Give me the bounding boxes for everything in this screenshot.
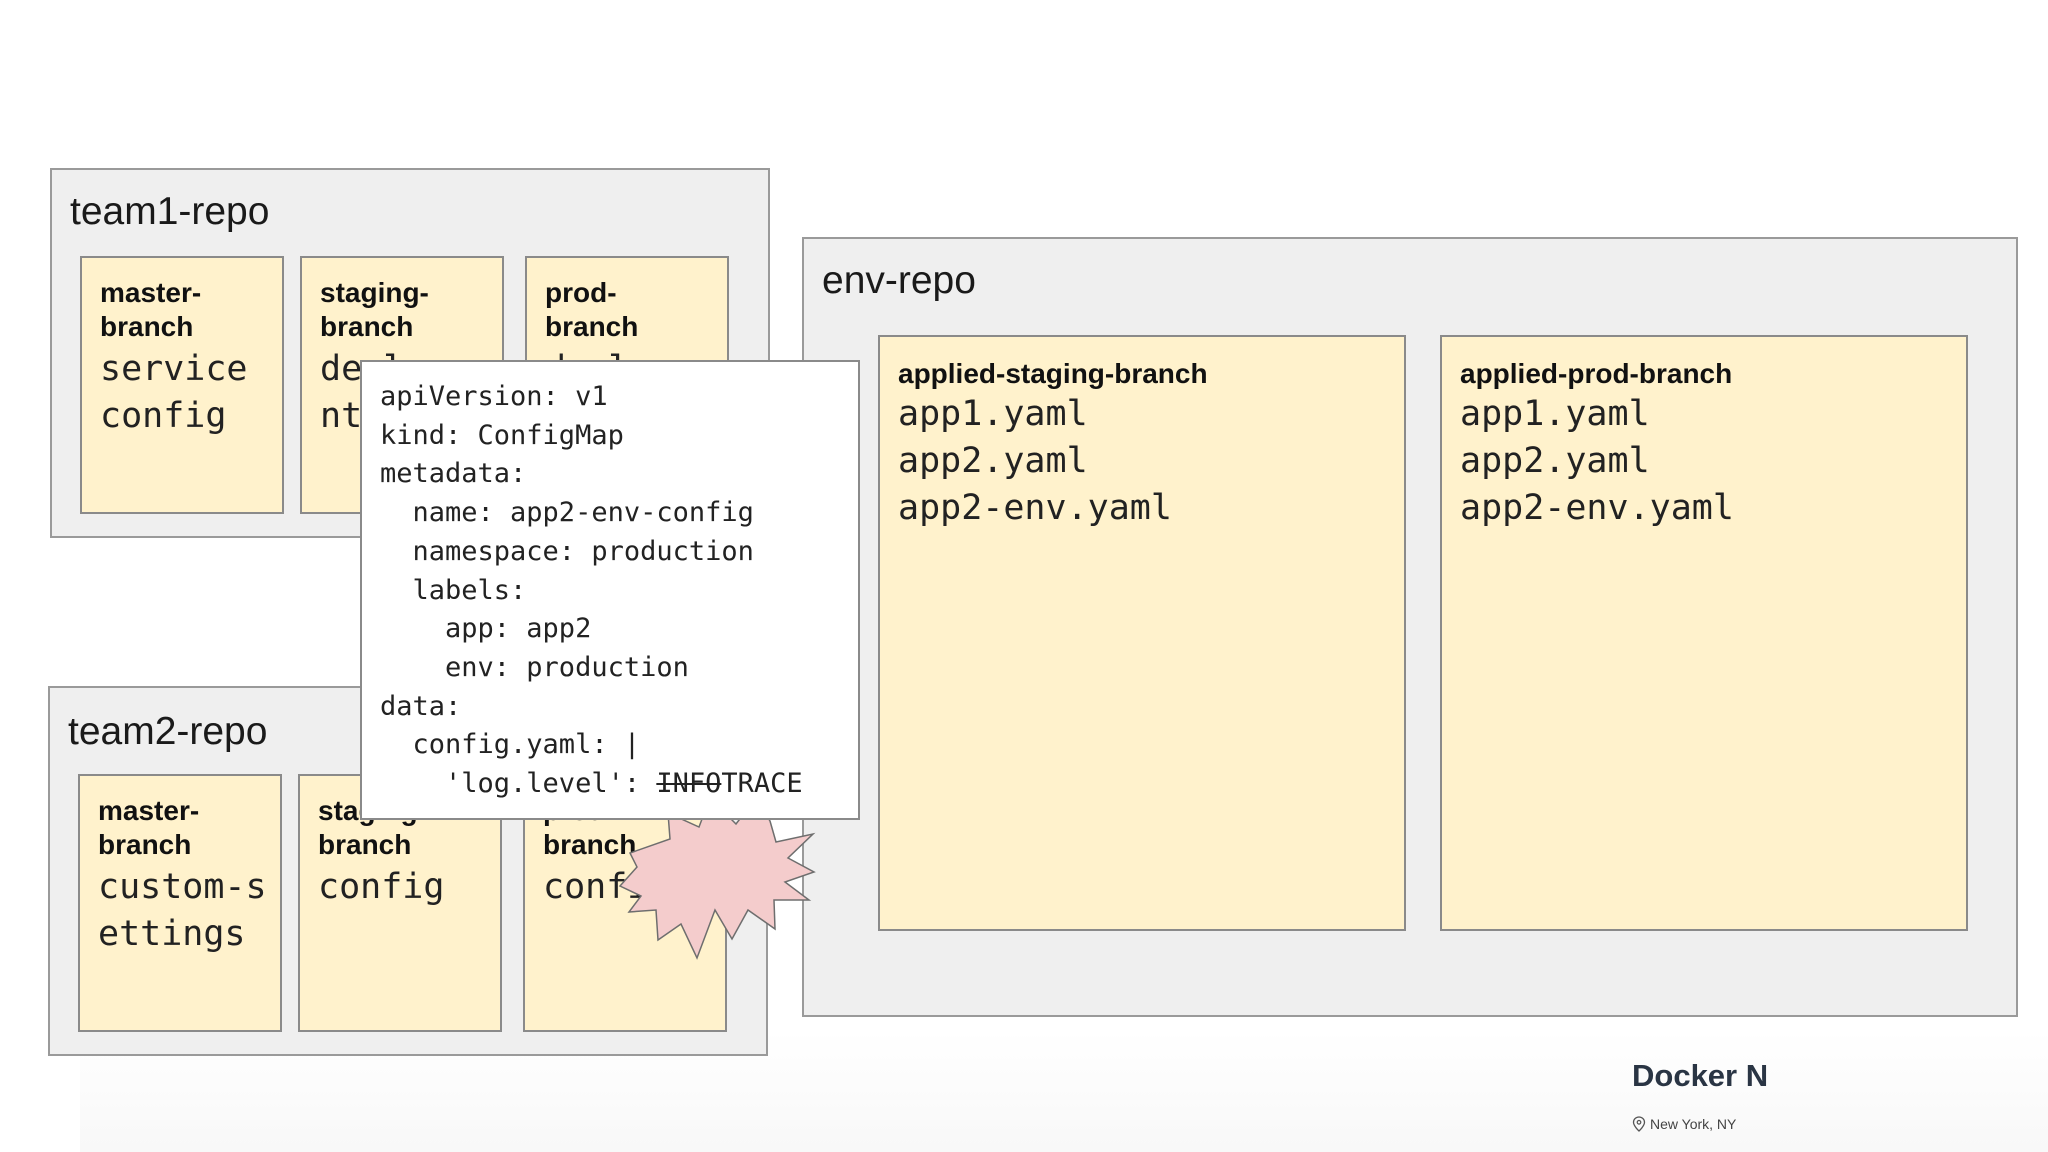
location-text: New York, NY xyxy=(1650,1116,1737,1132)
branch-title: applied-staging-branch xyxy=(898,358,1208,389)
file-list: app1.yaml app2.yaml app2-env.yaml xyxy=(1460,391,1734,532)
code-line: data: xyxy=(380,690,462,722)
code-line: metadata: xyxy=(380,458,527,490)
team2-master-branch: master- branch custom-s ettings xyxy=(78,774,282,1032)
code-line: name: app2-env-config xyxy=(380,497,754,529)
starburst-polygon xyxy=(618,796,816,960)
env-repo-title: env-repo xyxy=(822,259,976,302)
code-line: config.yaml: | xyxy=(380,729,641,761)
team1-repo-title: team1-repo xyxy=(70,190,270,233)
team1-master-branch: master- branch service config xyxy=(80,256,284,514)
branch-title: master- branch xyxy=(100,277,202,342)
code-line: kind: ConfigMap xyxy=(380,419,624,451)
file-item: app2.yaml xyxy=(1460,441,1650,481)
location-pin-icon xyxy=(1632,1116,1646,1132)
code-line: env: production xyxy=(380,651,689,683)
file-list: app1.yaml app2.yaml app2-env.yaml xyxy=(898,391,1172,532)
file-item: app1.yaml xyxy=(898,394,1088,434)
branch-content: custom-s ettings xyxy=(98,867,267,954)
brand-name: Docker N xyxy=(1632,1058,1769,1093)
yaml-code: apiVersion: v1 kind: ConfigMap metadata: n… xyxy=(380,378,803,804)
struck-value: INFO xyxy=(656,768,722,800)
applied-prod-branch: applied-prod-branch app1.yaml app2.yaml … xyxy=(1440,335,1968,931)
starburst-shape xyxy=(618,796,816,960)
branch-content: config xyxy=(318,867,445,907)
branch-content: service config xyxy=(100,349,248,436)
location-label: New York, NY xyxy=(1632,1116,1736,1132)
branch-title: applied-prod-branch xyxy=(1460,358,1733,389)
code-line: labels: xyxy=(380,574,527,606)
branch-title: prod- branch xyxy=(545,277,639,342)
code-line: app: app2 xyxy=(380,613,592,645)
env-repo-box: env-repo applied-staging-branch app1.yam… xyxy=(802,237,2018,1017)
team2-repo-title: team2-repo xyxy=(68,710,268,753)
new-value: TRACE xyxy=(721,768,803,800)
code-line: namespace: production xyxy=(380,535,754,567)
file-item: app2.yaml xyxy=(898,441,1088,481)
branch-title: master- branch xyxy=(98,795,200,860)
file-item: app2-env.yaml xyxy=(898,488,1172,528)
branch-title: staging- branch xyxy=(320,277,429,342)
code-line: apiVersion: v1 xyxy=(380,381,608,412)
file-item: app1.yaml xyxy=(1460,394,1650,434)
applied-staging-branch: applied-staging-branch app1.yaml app2.ya… xyxy=(878,335,1406,931)
code-line-log-level: 'log.level': INFOTRACE xyxy=(380,768,803,800)
configmap-popup: apiVersion: v1 kind: ConfigMap metadata: n… xyxy=(360,360,860,820)
file-item: app2-env.yaml xyxy=(1460,488,1734,528)
